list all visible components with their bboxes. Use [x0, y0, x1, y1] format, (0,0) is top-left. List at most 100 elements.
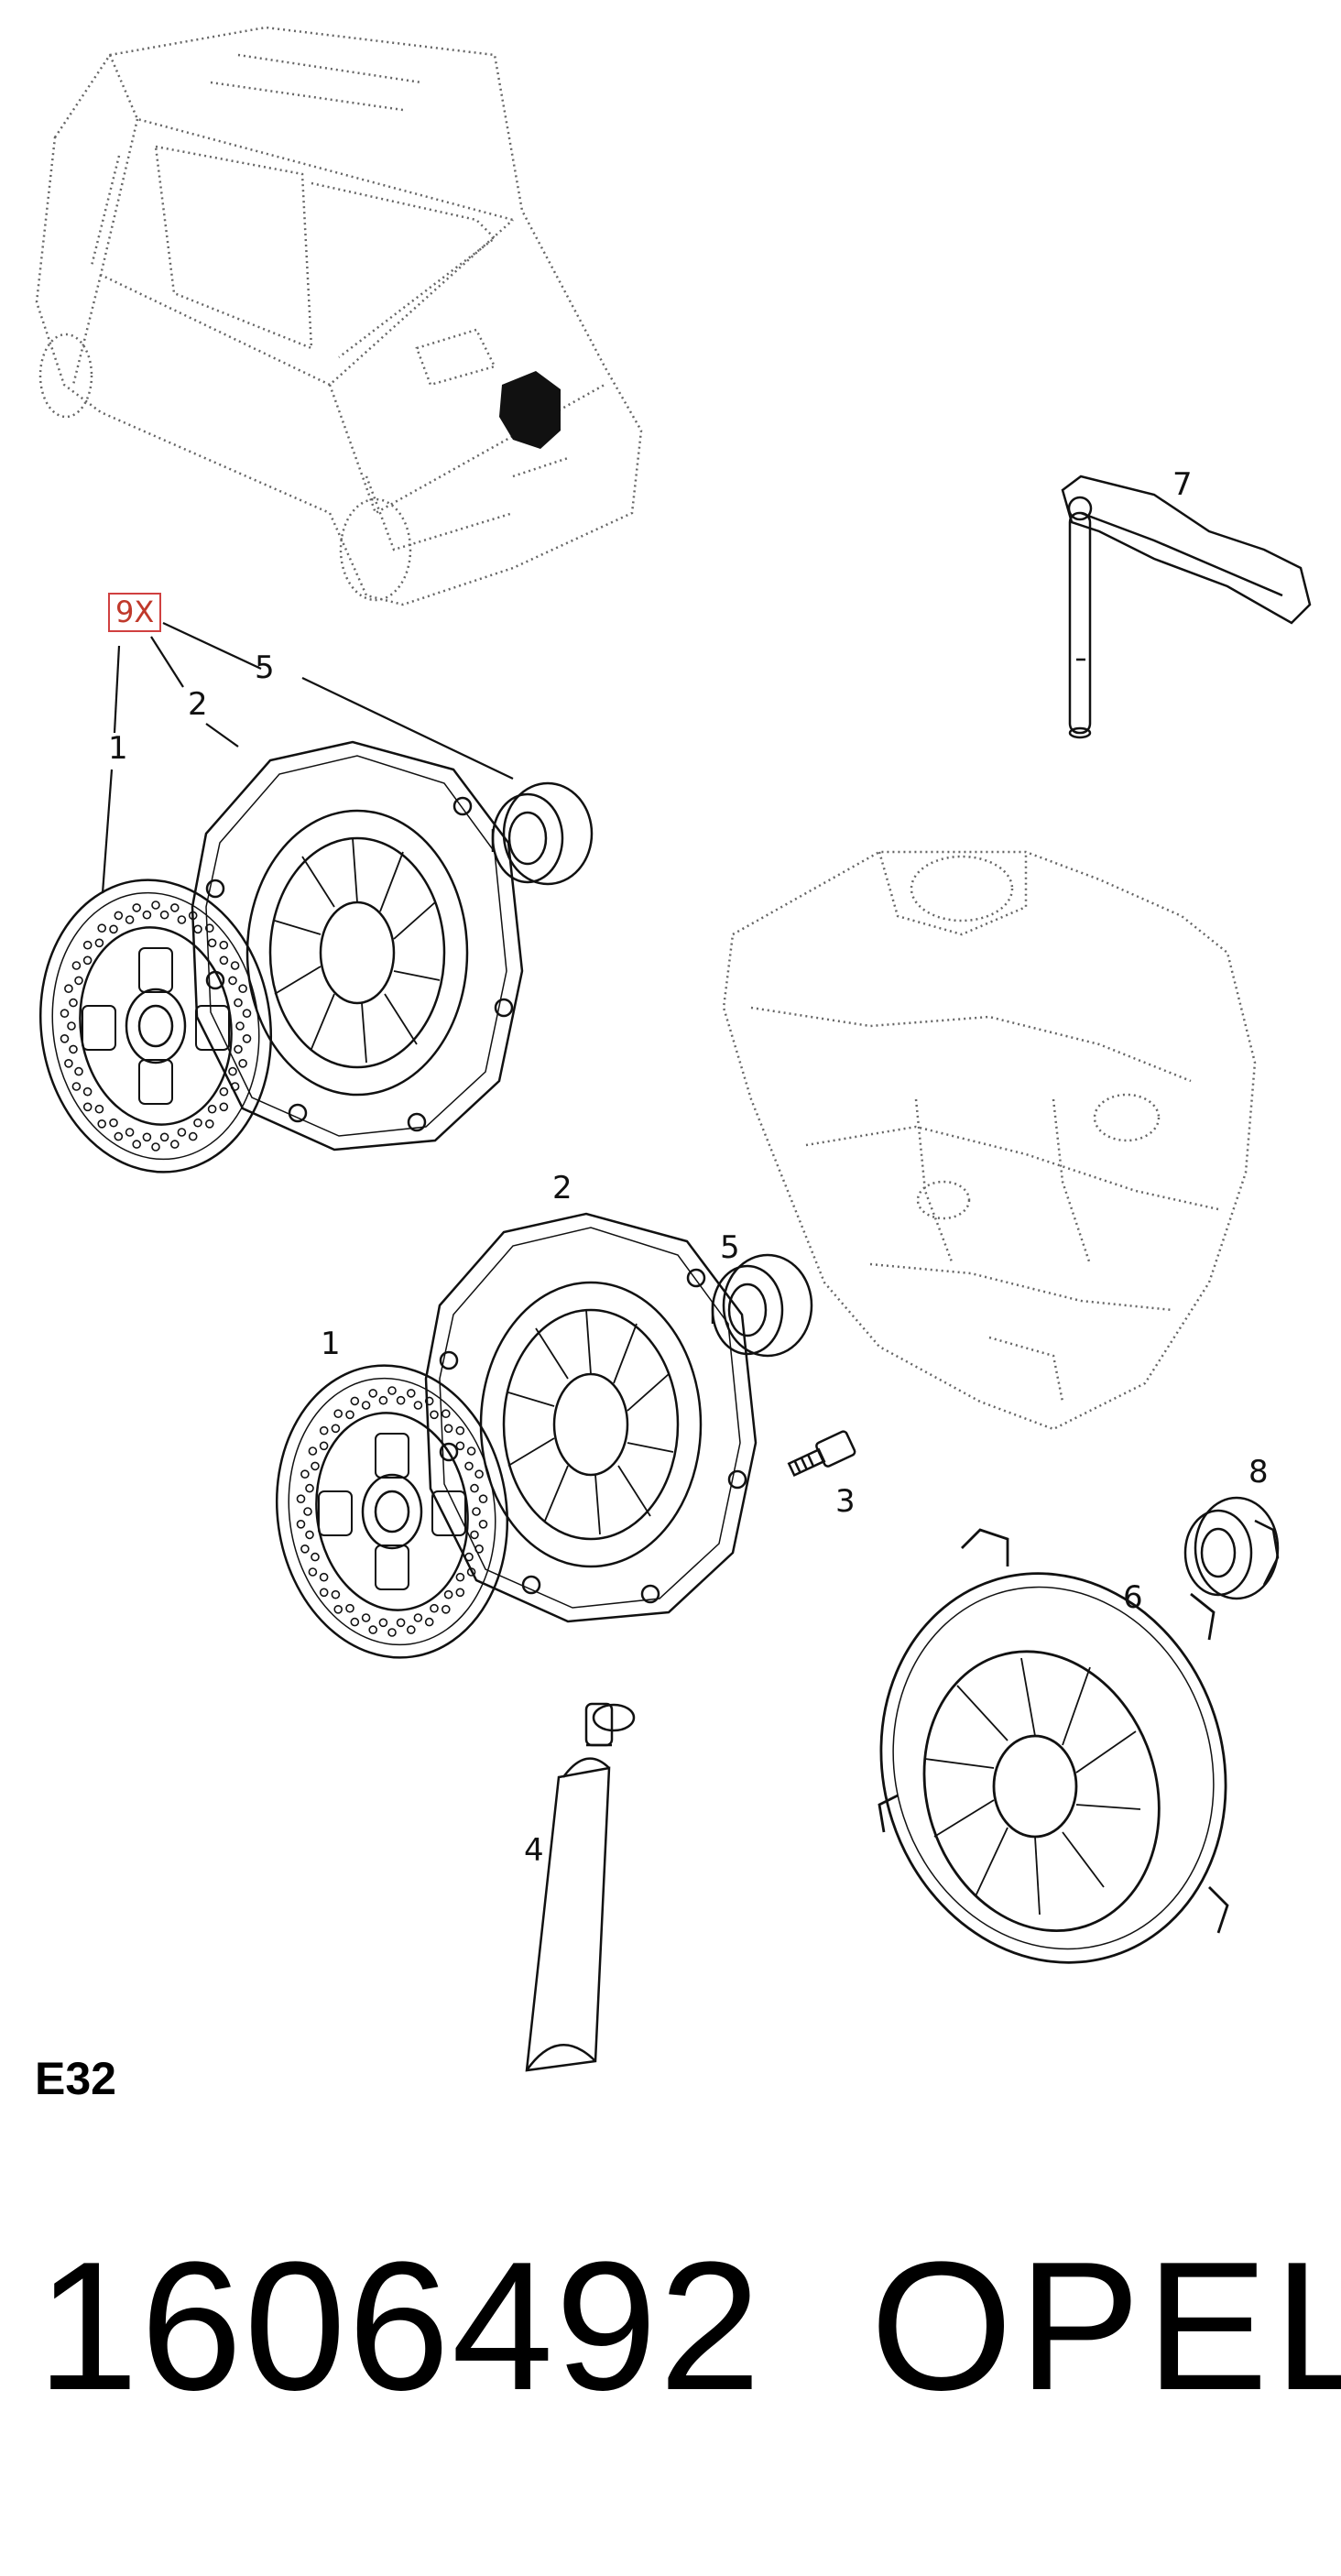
release-bearing-icon [1183, 1496, 1280, 1600]
disc-lining-hole [430, 1410, 439, 1420]
callout-7: 7 [1172, 466, 1193, 503]
disc-lining-hole [219, 1086, 229, 1097]
release-bearing-icon [491, 781, 594, 886]
disc-lining-hole [193, 924, 202, 934]
disc-lining-hole [142, 910, 152, 920]
disc-lining-hole [319, 1425, 329, 1435]
disc-lining-hole [387, 1386, 397, 1395]
disc-lining-hole [478, 1520, 488, 1529]
disc-lining-hole [109, 1118, 118, 1128]
disc-lining-hole [97, 923, 107, 933]
disc-lining-hole [169, 1140, 180, 1149]
disc-lining-hole [311, 1552, 320, 1562]
disc-lining-hole [219, 955, 229, 966]
disc-lining-hole [64, 1058, 73, 1068]
callout-6: 6 [1123, 1579, 1143, 1616]
disc-lining-hole [169, 903, 180, 912]
disc-lining-hole [82, 1086, 93, 1097]
disc-lining-hole [331, 1424, 341, 1434]
leader-lines [101, 622, 514, 894]
disc-lining-hole [69, 998, 78, 1008]
disc-lining-hole [177, 1128, 187, 1137]
disc-lining-hole [109, 924, 118, 934]
disc-lining-hole [242, 1034, 252, 1043]
disc-lining-hole [368, 1625, 378, 1634]
disc-lining-hole [305, 1530, 314, 1540]
disc-lining-hole [219, 940, 229, 950]
disc-lining-hole [406, 1389, 416, 1398]
disc-lining-hole [71, 961, 82, 970]
disc-lining-hole [311, 1461, 320, 1471]
disc-lining-hole [413, 1401, 423, 1410]
disc-lining-hole [319, 1441, 329, 1451]
disc-lining-hole [82, 955, 93, 966]
disc-lining-hole [470, 1483, 479, 1493]
callout-2-lower: 2 [552, 1170, 572, 1206]
disc-lining-hole [159, 910, 169, 920]
disc-lining-hole [234, 998, 243, 1008]
disc-lining-hole [303, 1507, 312, 1516]
disc-lining-hole [64, 984, 73, 994]
disc-lining-hole [464, 1461, 474, 1471]
engine-location-marker [499, 371, 561, 449]
disc-lining-hole [300, 1469, 310, 1479]
disc-lining-hole [238, 984, 247, 994]
disc-lining-hole [114, 911, 124, 921]
callout-1-upper: 1 [108, 730, 128, 767]
disc-lining-hole [94, 938, 104, 948]
disc-lining-hole [69, 1044, 78, 1054]
disc-lining-hole [478, 1494, 488, 1504]
disc-lining-hole [441, 1409, 451, 1418]
pressure-plate-icon [191, 740, 524, 1152]
disc-lining-hole [151, 1142, 160, 1152]
disc-lining-hole [361, 1613, 371, 1622]
disc-lining-hole [132, 1140, 142, 1149]
disc-lining-hole [97, 1119, 107, 1129]
disc-lining-hole [455, 1572, 465, 1582]
disc-lining-hole [188, 1131, 198, 1141]
disc-lining-hole [296, 1520, 306, 1529]
callout-kit-9x: 9X [108, 593, 162, 633]
disc-lining-hole [132, 903, 142, 912]
callout-5-lower: 5 [720, 1229, 740, 1266]
disc-lining-hole [207, 1104, 217, 1114]
disc-lining-hole [228, 1066, 237, 1076]
disc-lining-hole [470, 1530, 479, 1540]
disc-lining-hole [406, 1625, 416, 1634]
disc-lining-hole [151, 901, 160, 910]
disc-lining-hole [296, 1494, 306, 1504]
disc-lining-hole [60, 1009, 70, 1019]
disc-lining-hole [300, 1544, 310, 1554]
callout-8: 8 [1248, 1454, 1269, 1490]
disc-lining-hole [234, 1044, 243, 1054]
disc-lining-hole [455, 1441, 465, 1451]
disc-lining-hole [441, 1605, 451, 1614]
disc-lining-hole [242, 1009, 252, 1019]
disc-lining-hole [142, 1132, 152, 1142]
disc-lining-hole [350, 1396, 360, 1406]
disc-lining-hole [125, 1128, 135, 1137]
clutch-disc-icon [275, 1364, 509, 1659]
disc-lining-hole [443, 1589, 453, 1599]
disc-lining-hole [204, 923, 214, 933]
disc-lining-hole [67, 1021, 76, 1031]
disc-lining-hole [74, 976, 83, 986]
pressure-plate-icon [878, 1528, 1229, 1964]
disc-lining-hole [94, 1104, 104, 1114]
disc-lining-hole [82, 940, 93, 950]
disc-lining-hole [378, 1395, 388, 1405]
disc-lining-hole [424, 1396, 434, 1406]
pressure-plate-icon [424, 1212, 758, 1623]
release-bearing-icon [711, 1253, 813, 1358]
disc-lining-hole [331, 1589, 341, 1599]
callout-5-upper: 5 [255, 649, 275, 686]
disc-lining-hole [455, 1425, 465, 1435]
disc-lining-hole [474, 1469, 484, 1479]
disc-lining-hole [333, 1409, 343, 1418]
disc-lining-hole [193, 1118, 202, 1128]
disc-lining-hole [159, 1132, 169, 1142]
brand-name: OPEL [870, 2224, 1341, 2429]
disc-lining-hole [204, 1119, 214, 1129]
disc-lining-hole [319, 1572, 329, 1582]
